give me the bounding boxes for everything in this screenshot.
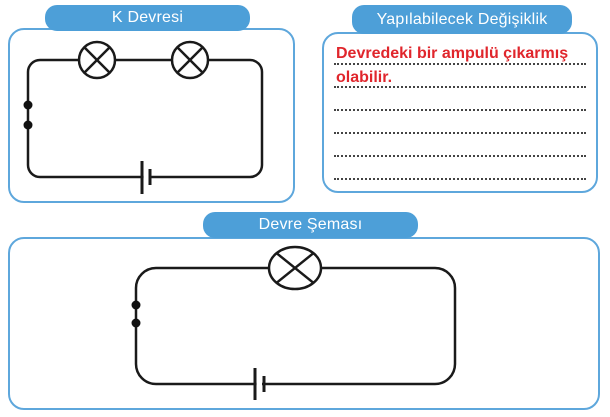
switch-contacts-icon bbox=[23, 100, 33, 130]
answer-lines bbox=[334, 42, 586, 180]
circuit-wire-loop bbox=[26, 58, 264, 179]
switch-contact-dot bbox=[131, 318, 141, 328]
k-circuit-title: K Devresi bbox=[111, 9, 184, 26]
k-circuit-panel bbox=[8, 28, 295, 203]
lamp-icon bbox=[77, 40, 117, 80]
answer-text-line1: Devredeki bir ampulü çıkarmış bbox=[336, 45, 569, 62]
answer-dotted-line bbox=[334, 65, 586, 88]
switch-contact-dot bbox=[23, 120, 33, 130]
answer-dotted-line bbox=[334, 134, 586, 157]
switch-contacts-icon bbox=[131, 300, 141, 328]
battery-gap bbox=[143, 172, 149, 182]
battery-icon bbox=[253, 368, 266, 400]
schema-title-tab: Devre Şeması bbox=[203, 212, 418, 238]
schema-title: Devre Şeması bbox=[258, 216, 363, 233]
battery-gap bbox=[256, 379, 262, 389]
lamp-icon bbox=[267, 245, 323, 291]
answer-text-line2: olabilir. bbox=[336, 69, 393, 86]
answer-dotted-line bbox=[334, 88, 586, 111]
k-circuit-title-tab: K Devresi bbox=[45, 5, 250, 31]
change-panel: Devredeki bir ampulü çıkarmış olabilir. bbox=[322, 32, 598, 193]
switch-contact-dot bbox=[131, 300, 141, 310]
answer-dotted-line bbox=[334, 42, 586, 65]
lamp-icon bbox=[170, 40, 210, 80]
schema-circuit-diagram bbox=[131, 245, 457, 400]
change-title-tab: Yapılabilecek Değişiklik bbox=[352, 5, 572, 34]
switch-contact-dot bbox=[23, 100, 33, 110]
answer-dotted-line bbox=[334, 157, 586, 180]
battery-icon bbox=[140, 161, 152, 194]
k-circuit-diagram bbox=[23, 40, 264, 194]
change-title: Yapılabilecek Değişiklik bbox=[376, 10, 548, 28]
answer-dotted-line bbox=[334, 111, 586, 134]
answer-text: Devredeki bir ampulü çıkarmış olabilir. bbox=[336, 42, 590, 90]
schema-panel bbox=[8, 237, 600, 410]
